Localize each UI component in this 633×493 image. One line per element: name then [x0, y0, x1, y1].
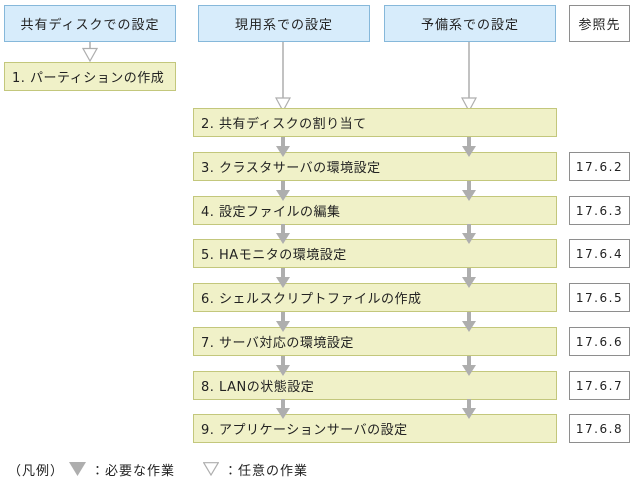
task-step-6: 6. シェルスクリプトファイルの作成 [193, 283, 557, 312]
required-arrow-icon [462, 181, 476, 201]
reference-box: 17.6.8 [569, 414, 630, 443]
required-arrow-icon [276, 356, 290, 376]
column-header-active-system: 現用系での設定 [198, 5, 370, 42]
task-label: 1. パーティションの作成 [12, 71, 165, 86]
legend-optional-label: ：任意の作業 [224, 463, 309, 479]
reference-box: 17.6.3 [569, 196, 630, 225]
required-arrow-icon [462, 137, 476, 157]
task-step-3: 3. クラスタサーバの環境設定 [193, 152, 557, 181]
column-header-standby-system: 予備系での設定 [384, 5, 556, 42]
required-arrow-icon [276, 137, 290, 157]
reference-box: 17.6.2 [569, 152, 630, 181]
required-arrow-icon [276, 224, 290, 244]
optional-arrow-icon [81, 42, 99, 63]
column-header-label: 現用系での設定 [234, 18, 333, 33]
task-label: 4. 設定ファイルの編集 [201, 205, 341, 220]
column-header-shared-disk: 共有ディスクでの設定 [4, 5, 176, 42]
reference-box: 17.6.7 [569, 371, 630, 400]
required-arrow-icon [462, 268, 476, 288]
legend-prefix: （凡例） [8, 463, 65, 479]
reference-number: 17.6.3 [575, 203, 624, 218]
optional-arrow-icon [460, 42, 478, 113]
reference-number: 17.6.6 [575, 334, 624, 349]
reference-number: 17.6.2 [575, 159, 624, 174]
task-step-2: 2. 共有ディスクの割り当て [193, 108, 557, 137]
task-step-9: 9. アプリケーションサーバの設定 [193, 414, 557, 443]
task-label: 3. クラスタサーバの環境設定 [201, 161, 381, 176]
task-label: 2. 共有ディスクの割り当て [201, 117, 367, 132]
required-arrow-icon [462, 224, 476, 244]
legend: （凡例） ：必要な作業 ：任意の作業 [8, 459, 308, 479]
reference-number: 17.6.5 [575, 290, 624, 305]
task-step-1: 1. パーティションの作成 [4, 62, 176, 91]
optional-arrow-icon [202, 462, 220, 477]
required-arrow-icon [276, 268, 290, 288]
task-label: 8. LANの状態設定 [201, 380, 315, 395]
required-arrow-icon [462, 356, 476, 376]
legend-required-label: ：必要な作業 [91, 463, 176, 479]
task-step-8: 8. LANの状態設定 [193, 371, 557, 400]
reference-number: 17.6.4 [575, 246, 624, 261]
reference-box: 17.6.5 [569, 283, 630, 312]
task-label: 9. アプリケーションサーバの設定 [201, 423, 408, 438]
required-arrow-icon [276, 399, 290, 419]
column-header-label: 参照先 [578, 18, 621, 33]
optional-arrow-icon [274, 42, 292, 113]
required-arrow-icon [462, 312, 476, 332]
required-arrow-icon [276, 312, 290, 332]
reference-box: 17.6.6 [569, 327, 630, 356]
task-step-5: 5. HAモニタの環境設定 [193, 239, 557, 268]
required-arrow-icon [276, 181, 290, 201]
reference-box: 17.6.4 [569, 239, 630, 268]
column-header-label: 予備系での設定 [420, 18, 519, 33]
task-label: 6. シェルスクリプトファイルの作成 [201, 292, 422, 307]
reference-number: 17.6.7 [575, 378, 624, 393]
task-label: 7. サーバ対応の環境設定 [201, 336, 354, 351]
required-arrow-icon [69, 462, 87, 476]
reference-number: 17.6.8 [575, 421, 624, 436]
task-step-7: 7. サーバ対応の環境設定 [193, 327, 557, 356]
column-header-reference: 参照先 [569, 5, 630, 42]
column-header-label: 共有ディスクでの設定 [20, 18, 160, 33]
task-label: 5. HAモニタの環境設定 [201, 248, 347, 263]
task-step-4: 4. 設定ファイルの編集 [193, 196, 557, 225]
required-arrow-icon [462, 399, 476, 419]
